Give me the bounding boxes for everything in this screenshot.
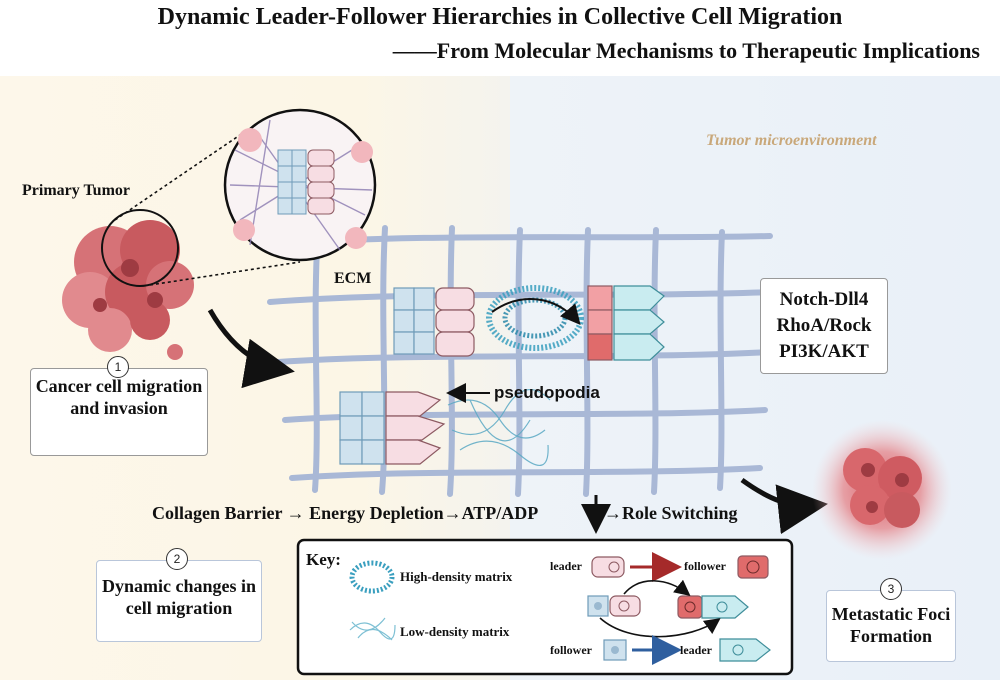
step-2-text: Dynamic changes in cell migration <box>101 576 256 618</box>
key-title: Key: <box>306 550 341 569</box>
key-follower-label-2: follower <box>550 643 592 657</box>
invasion-arrow <box>207 308 295 389</box>
key-follower-label: follower <box>684 559 726 573</box>
pseudopodia-label: pseudopodia <box>494 383 600 402</box>
step-1-text: Cancer cell migration and invasion <box>35 376 203 418</box>
key-leader-to-follower <box>591 552 769 582</box>
zoom-line-bottom <box>149 261 301 286</box>
zoom-source-circle <box>101 209 179 287</box>
step-2-box: Dynamic changes in cell migration <box>96 560 262 642</box>
metastatic-foci <box>812 420 952 560</box>
top-cell-group <box>393 285 665 361</box>
step-3-text: Metastatic Foci Formation <box>831 604 951 646</box>
metastasis-arrow <box>740 477 828 535</box>
key-leader-label: leader <box>550 559 582 573</box>
mechanism-text: Collagen Barrier → Energy Depletion→ATP/… <box>152 503 539 523</box>
ecm-label: ECM <box>334 270 372 287</box>
pathway-notch: Notch-Dll4 <box>779 289 869 310</box>
zoom-line-top <box>114 134 241 221</box>
step-3-box: Metastatic Foci Formation <box>826 590 956 662</box>
step-3-number: 3 <box>880 578 902 600</box>
key-follower-to-leader <box>603 635 771 665</box>
main-title: Dynamic Leader-Follower Hierarchies in C… <box>157 4 843 30</box>
signaling-pathways-box: Notch-Dll4 RhoA/Rock PI3K/AKT <box>760 278 888 374</box>
subtitle: ——From Molecular Mechanisms to Therapeut… <box>392 38 980 63</box>
zoom-inset <box>223 108 377 262</box>
pathway-pi3k: PI3K/AKT <box>779 341 869 362</box>
key-leader-label-2: leader <box>680 643 712 657</box>
key-low-density-label: Low-density matrix <box>400 624 510 639</box>
key-high-density-label: High-density matrix <box>400 569 513 584</box>
step-1-number: 1 <box>107 356 129 378</box>
step-2-number: 2 <box>166 548 188 570</box>
step-1-box: Cancer cell migration and invasion <box>30 368 208 456</box>
role-switching-text: →Role Switching <box>604 503 738 523</box>
pathway-rho: RhoA/Rock <box>776 315 872 336</box>
ecm-collagen-grid <box>262 225 778 497</box>
key-low-density-icon <box>349 617 396 641</box>
primary-tumor-label: Primary Tumor <box>22 182 130 199</box>
key-switch-diagram <box>587 579 749 638</box>
primary-tumor-cluster <box>62 220 194 360</box>
tumor-microenvironment-label: Tumor microenvironment <box>706 132 877 149</box>
key-high-density-icon <box>349 560 395 594</box>
bottom-cell-group <box>339 383 551 466</box>
